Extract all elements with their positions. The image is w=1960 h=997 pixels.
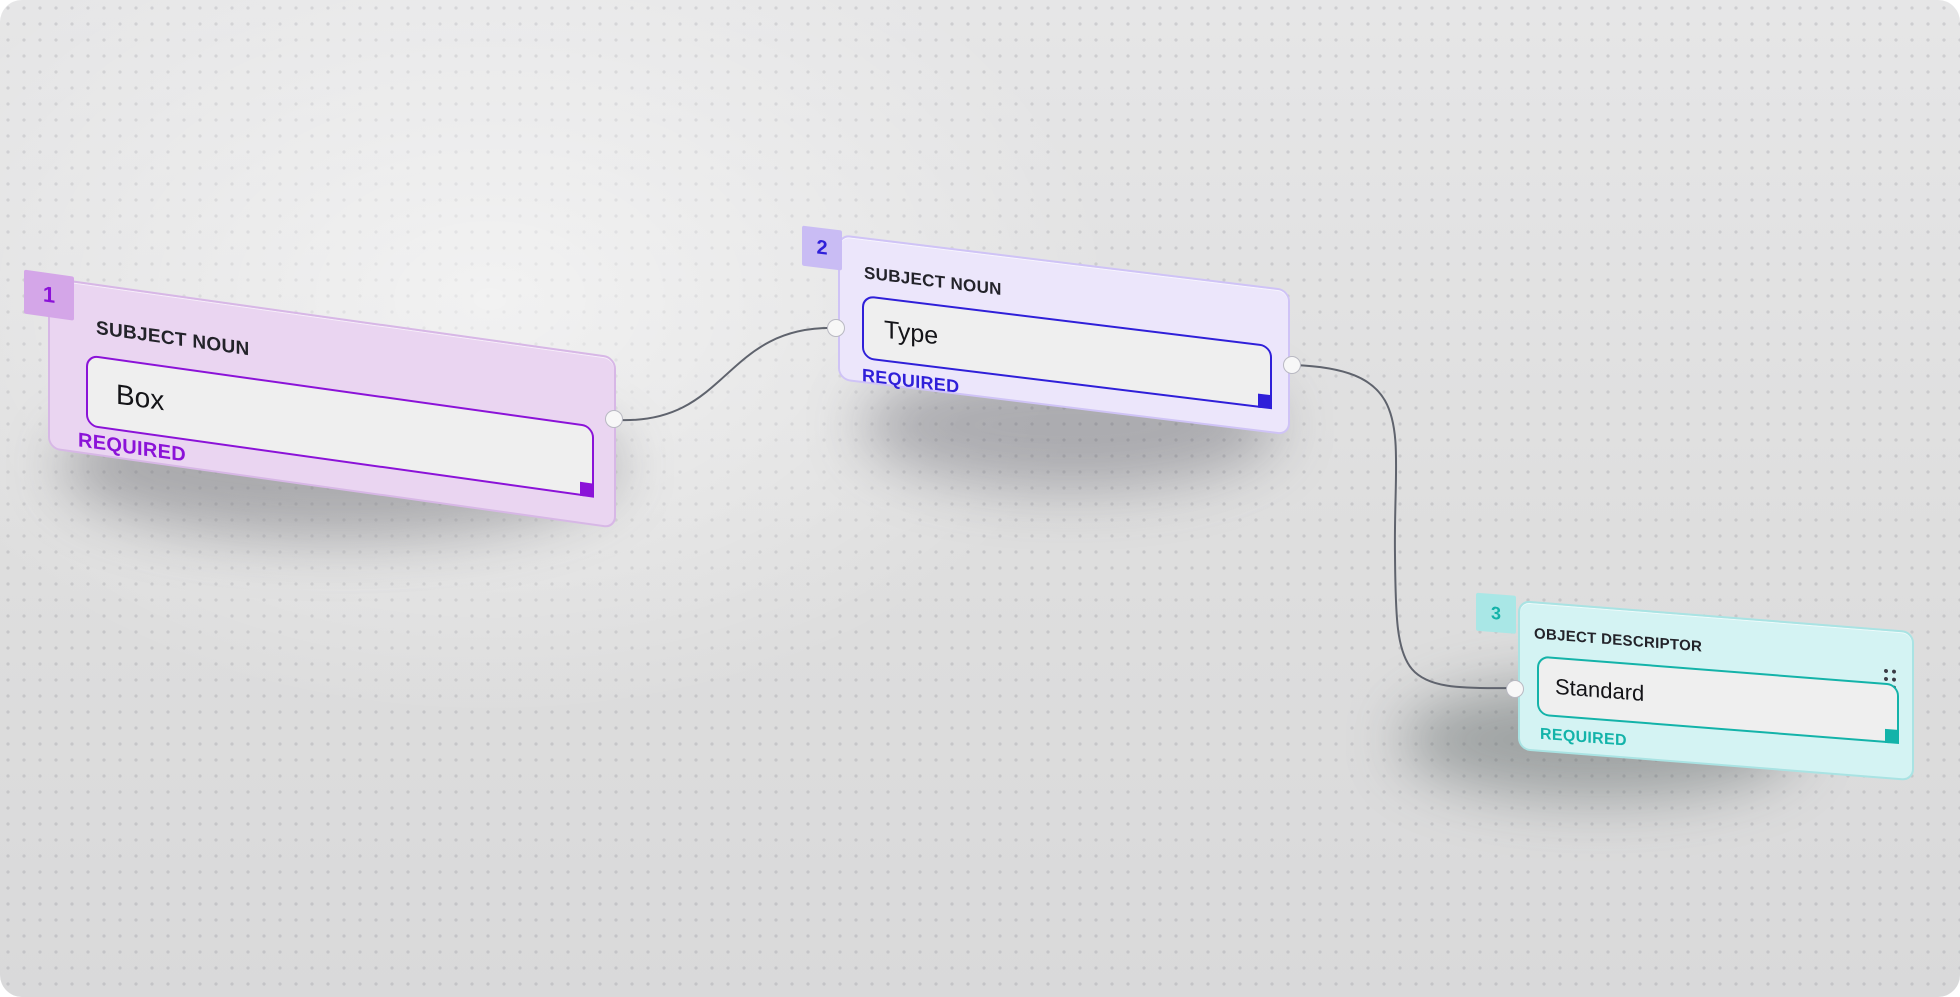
node-1-output-port[interactable] bbox=[605, 410, 623, 428]
node-title: SUBJECT NOUN bbox=[864, 263, 1002, 300]
required-label: REQUIRED bbox=[1540, 725, 1627, 750]
node-2-input-port[interactable] bbox=[827, 319, 845, 337]
node-title: OBJECT DESCRIPTOR bbox=[1534, 625, 1703, 656]
field-value: Box bbox=[116, 378, 165, 417]
wire-2-to-3 bbox=[1293, 364, 1514, 690]
resize-corner[interactable] bbox=[580, 481, 594, 498]
resize-corner[interactable] bbox=[1885, 728, 1899, 744]
field-value: Standard bbox=[1555, 673, 1645, 706]
node-title: SUBJECT NOUN bbox=[96, 317, 250, 361]
resize-corner[interactable] bbox=[1258, 393, 1272, 410]
node-number-badge: 2 bbox=[802, 225, 842, 271]
node-3-input-port[interactable] bbox=[1506, 680, 1524, 698]
node-2-output-port[interactable] bbox=[1283, 356, 1301, 374]
node-number-badge: 1 bbox=[24, 269, 74, 321]
field-value: Type bbox=[884, 315, 939, 350]
node-number-badge: 3 bbox=[1476, 592, 1516, 634]
node-object-descriptor-3[interactable]: 3 OBJECT DESCRIPTOR Standard REQUIRED bbox=[1476, 592, 1914, 782]
wire-1-to-2 bbox=[616, 326, 837, 422]
